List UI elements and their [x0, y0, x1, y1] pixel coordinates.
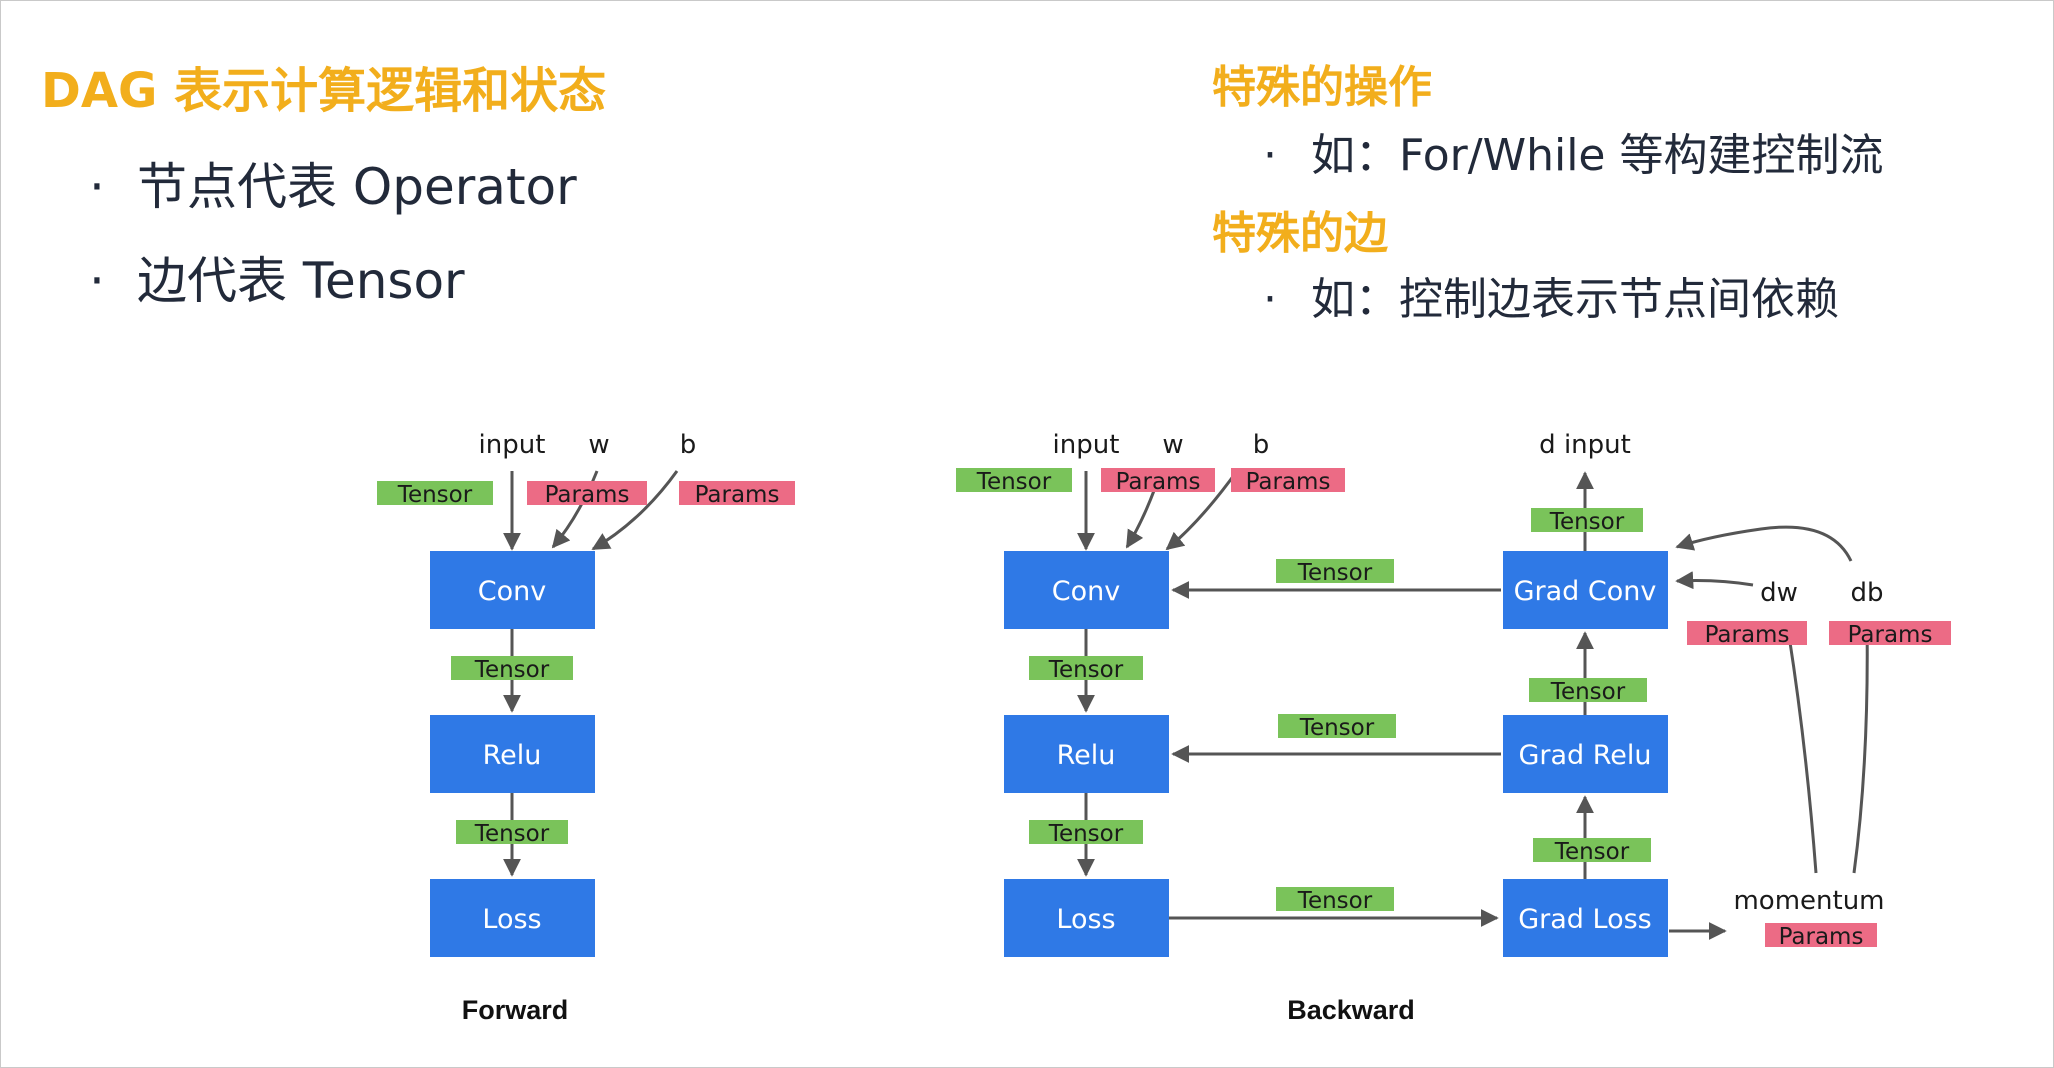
tag-tensor-dinput: Tensor — [1549, 509, 1625, 535]
node-grad-loss — [1503, 879, 1668, 957]
node-grad-relu-label: Grad Relu — [1518, 740, 1651, 771]
b-node-conv-label: Conv — [1052, 576, 1120, 607]
b-tag-tensor-conv: Tensor — [1048, 657, 1124, 683]
f-node-relu-label: Relu — [483, 740, 542, 771]
b-tag-tensor-relu: Tensor — [1048, 821, 1124, 847]
f-tag-tensor-conv-bg — [451, 656, 573, 680]
b-tag-tensor-input-bg — [956, 468, 1072, 492]
tag-params-momentum-bg — [1765, 923, 1877, 947]
momentum-label: momentum — [1733, 886, 1884, 916]
tag-params-db-bg — [1829, 621, 1951, 645]
b-tag-params-b: Params — [1246, 469, 1331, 495]
b-tag-params-b-bg — [1231, 468, 1345, 492]
tag-tensor-grelu-relu-bg — [1278, 714, 1396, 738]
b-tag-params-w-bg — [1101, 468, 1215, 492]
tag-params-db: Params — [1848, 622, 1933, 648]
f-tag-tensor-input-bg — [377, 481, 493, 505]
f-node-conv — [430, 551, 595, 629]
node-grad-relu — [1503, 715, 1668, 793]
b-node-relu-label: Relu — [1057, 740, 1116, 771]
bullet-operator: · 节点代表 Operator — [89, 147, 577, 219]
dw-label: dw — [1760, 578, 1798, 608]
f-tag-tensor-relu-bg — [456, 820, 568, 844]
tag-params-momentum: Params — [1779, 924, 1864, 950]
f-node-conv-label: Conv — [478, 576, 546, 607]
tag-tensor-gloss-up-bg — [1533, 838, 1651, 862]
left-title: DAG 表示计算逻辑和状态 — [41, 63, 607, 119]
b-node-loss-label: Loss — [1056, 904, 1115, 935]
bullet-control-flow: · 如：For/While 等构建控制流 — [1263, 119, 1883, 183]
bullet-dot: · — [1263, 130, 1277, 181]
edge-w-conv — [551, 470, 599, 549]
tag-tensor-loss-gloss: Tensor — [1297, 888, 1373, 914]
bullet-dot: · — [1263, 274, 1277, 325]
tag-params-dw-bg — [1687, 621, 1807, 645]
bullet-control-edge-text: 如：控制边表示节点间依赖 — [1311, 274, 1839, 325]
d-input-label: d input — [1539, 430, 1631, 460]
b-tag-tensor-conv-bg — [1029, 656, 1143, 680]
bullet-control-edge: · 如：控制边表示节点间依赖 — [1263, 263, 1839, 327]
b-b-label: b — [1253, 430, 1270, 460]
b-tag-tensor-input: Tensor — [976, 469, 1052, 495]
f-tag-params-w: Params — [545, 482, 630, 508]
f-input-label: input — [479, 430, 546, 460]
f-node-loss — [430, 879, 595, 957]
tag-tensor-grelu-relu: Tensor — [1299, 715, 1375, 741]
bullet-dot: · — [89, 252, 105, 310]
b-node-conv — [1004, 551, 1169, 629]
right-heading-edges: 特殊的边 — [1212, 208, 1388, 259]
f-node-relu — [430, 715, 595, 793]
node-grad-conv-label: Grad Conv — [1514, 576, 1657, 607]
bullet-tensor-text: 边代表 Tensor — [137, 252, 465, 310]
node-grad-loss-label: Grad Loss — [1518, 904, 1652, 935]
b-w-label: w — [1162, 430, 1183, 460]
tag-tensor-gconv-conv-bg — [1276, 559, 1394, 583]
caption-forward: Forward — [462, 995, 569, 1025]
f-tag-params-b: Params — [695, 482, 780, 508]
b-input-label: input — [1053, 430, 1120, 460]
bullet-tensor: · 边代表 Tensor — [89, 241, 465, 313]
edge-b-b-conv — [1165, 470, 1239, 551]
f-tag-tensor-conv: Tensor — [474, 657, 550, 683]
b-tag-tensor-relu-bg — [1029, 820, 1143, 844]
tag-params-dw: Params — [1705, 622, 1790, 648]
tag-tensor-gloss-up: Tensor — [1554, 839, 1630, 865]
right-heading-ops: 特殊的操作 — [1212, 62, 1432, 113]
tag-tensor-dinput-bg — [1531, 508, 1643, 532]
f-tag-params-w-bg — [527, 481, 647, 505]
tag-tensor-grelu-up-bg — [1529, 678, 1647, 702]
b-node-relu — [1004, 715, 1169, 793]
edge-dw-gconv — [1675, 571, 1754, 590]
f-tag-tensor-input: Tensor — [397, 482, 473, 508]
bullet-dot: · — [89, 158, 105, 216]
tag-tensor-grelu-up: Tensor — [1550, 679, 1626, 705]
tag-tensor-loss-gloss-bg — [1276, 887, 1394, 911]
b-tag-params-w: Params — [1116, 469, 1201, 495]
caption-backward: Backward — [1287, 995, 1415, 1025]
f-tag-tensor-relu: Tensor — [474, 821, 550, 847]
db-label: db — [1850, 578, 1883, 608]
bullet-control-flow-text: 如：For/While 等构建控制流 — [1311, 130, 1884, 181]
bullet-operator-text: 节点代表 Operator — [137, 158, 577, 216]
tag-tensor-gconv-conv: Tensor — [1297, 560, 1373, 586]
f-node-loss-label: Loss — [482, 904, 541, 935]
edge-momentum-db — [1852, 621, 1877, 874]
f-tag-params-b-bg — [679, 481, 795, 505]
edge-db-gconv — [1675, 525, 1853, 562]
edge-b-conv — [591, 470, 679, 551]
f-w-label: w — [588, 430, 609, 460]
node-grad-conv — [1503, 551, 1668, 629]
edge-momentum-dw — [1780, 621, 1818, 874]
f-b-label: b — [680, 430, 697, 460]
b-node-loss — [1004, 879, 1169, 957]
